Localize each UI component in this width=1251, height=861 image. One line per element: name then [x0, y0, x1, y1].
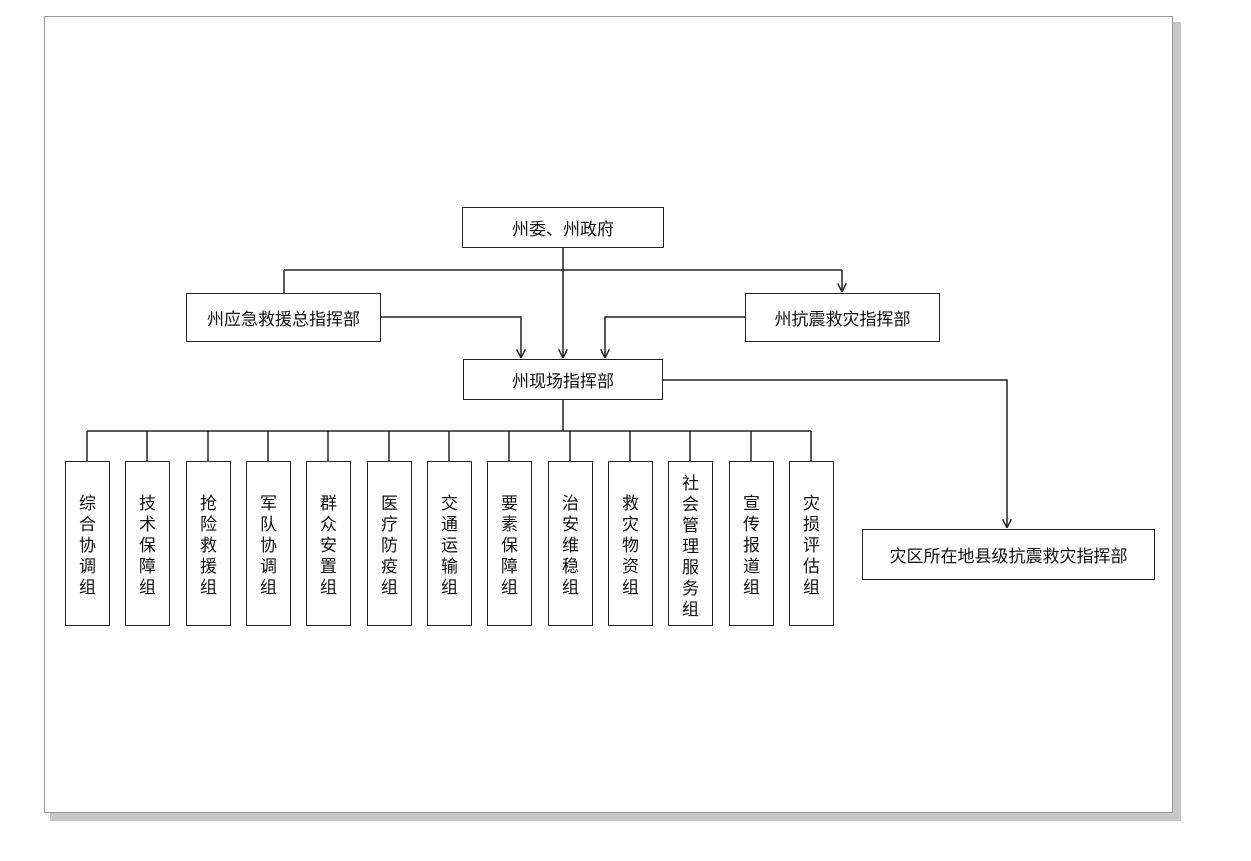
group-box: 宣传报道组	[729, 461, 774, 626]
group-box: 救灾物资组	[608, 461, 653, 626]
group-label: 群众安置组	[320, 494, 337, 598]
group-label: 综合协调组	[79, 494, 96, 598]
group-label: 抢险救援组	[200, 494, 217, 598]
group-box: 医疗防疫组	[367, 461, 412, 626]
group-label: 灾损评估组	[803, 494, 820, 598]
group-box: 技术保障组	[125, 461, 170, 626]
group-box: 治安维稳组	[548, 461, 593, 626]
node-top-label: 州委、州政府	[512, 220, 614, 240]
group-label: 治安维稳组	[562, 494, 579, 598]
node-onsite-command: 州现场指挥部	[463, 359, 663, 400]
node-right-command: 州抗震救灾指挥部	[745, 293, 940, 342]
document-page	[44, 16, 1173, 813]
group-label: 要素保障组	[501, 494, 518, 598]
group-box: 要素保障组	[487, 461, 532, 626]
group-label: 社会管理服务组	[682, 474, 699, 620]
group-label: 交通运输组	[441, 494, 458, 598]
group-label: 宣传报道组	[743, 494, 760, 598]
node-county-command: 灾区所在地县级抗震救灾指挥部	[862, 529, 1155, 580]
node-top: 州委、州政府	[462, 207, 664, 248]
node-left-command-label: 州应急救援总指挥部	[207, 310, 360, 330]
group-label: 救灾物资组	[622, 494, 639, 598]
node-onsite-command-label: 州现场指挥部	[512, 372, 614, 392]
group-box: 军队协调组	[246, 461, 291, 626]
node-county-command-label: 灾区所在地县级抗震救灾指挥部	[889, 547, 1128, 567]
node-left-command: 州应急救援总指挥部	[186, 293, 381, 342]
node-right-command-label: 州抗震救灾指挥部	[774, 310, 911, 330]
group-box: 社会管理服务组	[668, 461, 713, 626]
group-label: 军队协调组	[260, 494, 277, 598]
group-box: 群众安置组	[306, 461, 351, 626]
group-box: 交通运输组	[427, 461, 472, 626]
group-box: 抢险救援组	[186, 461, 231, 626]
group-box: 灾损评估组	[789, 461, 834, 626]
group-label: 技术保障组	[139, 494, 156, 598]
group-label: 医疗防疫组	[381, 494, 398, 598]
group-box: 综合协调组	[65, 461, 110, 626]
